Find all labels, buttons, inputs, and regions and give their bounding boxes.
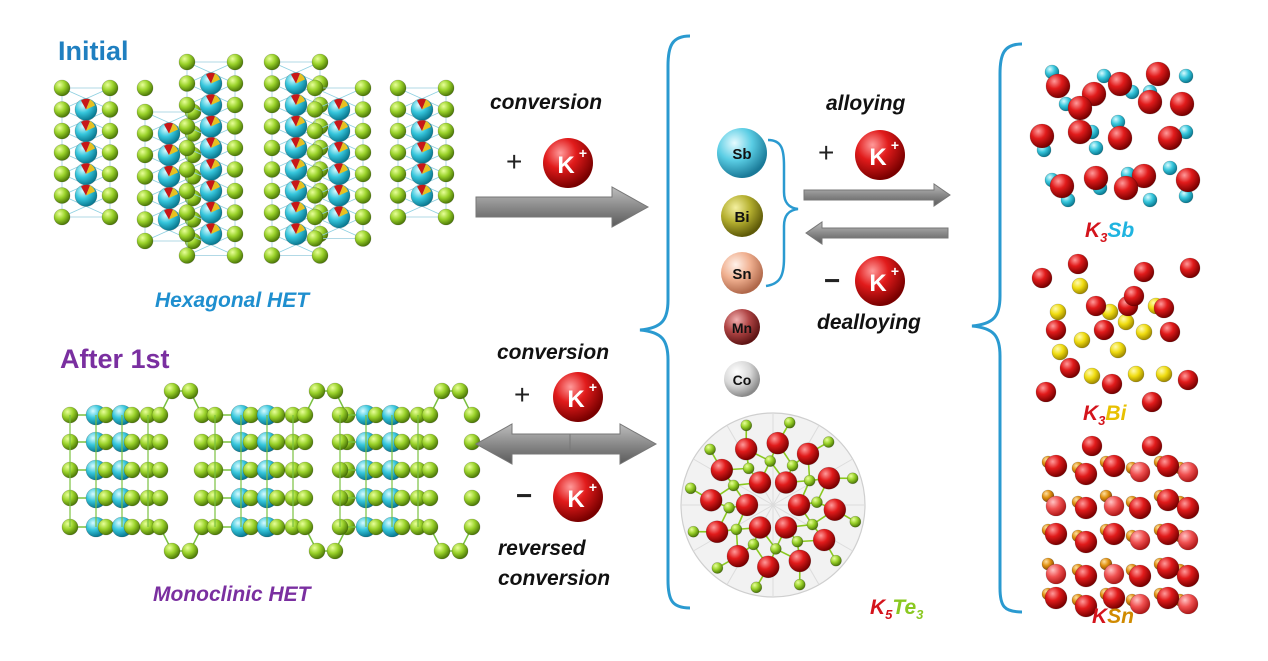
dealloying-k-ion: K + [855, 256, 905, 306]
svg-text:+: + [589, 379, 597, 395]
k5te3-label: K5Te3 [870, 596, 924, 622]
reversed-conversion-label: conversion [498, 567, 610, 590]
reversed-label: reversed [498, 537, 587, 560]
bottom-reverse-arrow [474, 423, 571, 465]
top-k-ion: K + [543, 138, 593, 188]
k3bi-label: K3Bi [1083, 402, 1128, 428]
bottom-forward-arrow [569, 423, 658, 465]
element-mn: Mn [724, 309, 760, 345]
alloying-plus-sign: + [818, 137, 834, 168]
alloying-label: alloying [826, 92, 906, 115]
central-brace [639, 34, 691, 610]
svg-text:Co: Co [733, 372, 752, 388]
svg-text:K: K [869, 144, 887, 171]
ksn-label: KSn [1092, 605, 1134, 628]
top-conversion-label: conversion [490, 91, 602, 114]
hexagonal-het-label: Hexagonal HET [155, 289, 311, 312]
dealloying-arrow [805, 221, 949, 245]
top-plus-sign: + [506, 146, 522, 177]
monoclinic-het-label: Monoclinic HET [153, 583, 313, 606]
k3sb-label: K3Sb [1085, 219, 1134, 245]
dealloying-minus-sign: − [824, 265, 840, 296]
alloying-k-ion: K + [855, 130, 905, 180]
svg-text:K: K [567, 486, 585, 513]
svg-text:K: K [567, 386, 585, 413]
svg-text:+: + [589, 479, 597, 495]
svg-text:K: K [557, 152, 575, 179]
k3bi-structure [1031, 253, 1201, 413]
k3sb-structure [1029, 61, 1201, 208]
initial-title: Initial [58, 36, 129, 66]
bottom-plus-sign: + [514, 379, 530, 410]
svg-text:+: + [891, 263, 899, 279]
svg-text:+: + [579, 145, 587, 161]
k5te3-structure [680, 412, 866, 598]
svg-text:+: + [891, 137, 899, 153]
svg-text:K: K [869, 270, 887, 297]
element-co: Co [724, 361, 760, 397]
bottom-k-ion-plus: K + [553, 372, 603, 422]
after-1st-title: After 1st [60, 344, 170, 374]
product-brace [971, 42, 1023, 614]
svg-text:Sb: Sb [732, 146, 751, 163]
bottom-conversion-label: conversion [497, 341, 609, 364]
monoclinic-het-structure [61, 382, 481, 560]
bottom-k-ion-minus: K + [553, 472, 603, 522]
bottom-minus-sign: − [516, 480, 532, 511]
alloy-group-brace [765, 138, 799, 288]
svg-text:Mn: Mn [732, 320, 752, 336]
dealloying-label: dealloying [817, 311, 921, 334]
svg-text:Bi: Bi [735, 209, 750, 226]
element-sn: Sn [721, 252, 763, 294]
svg-text:Sn: Sn [732, 266, 751, 283]
top-conversion-arrow [475, 186, 650, 228]
element-sb: Sb [717, 128, 767, 178]
hexagonal-het-structure [53, 53, 455, 264]
ksn-structure [1041, 435, 1200, 618]
element-bi: Bi [721, 195, 763, 237]
alloying-arrow [803, 183, 951, 207]
